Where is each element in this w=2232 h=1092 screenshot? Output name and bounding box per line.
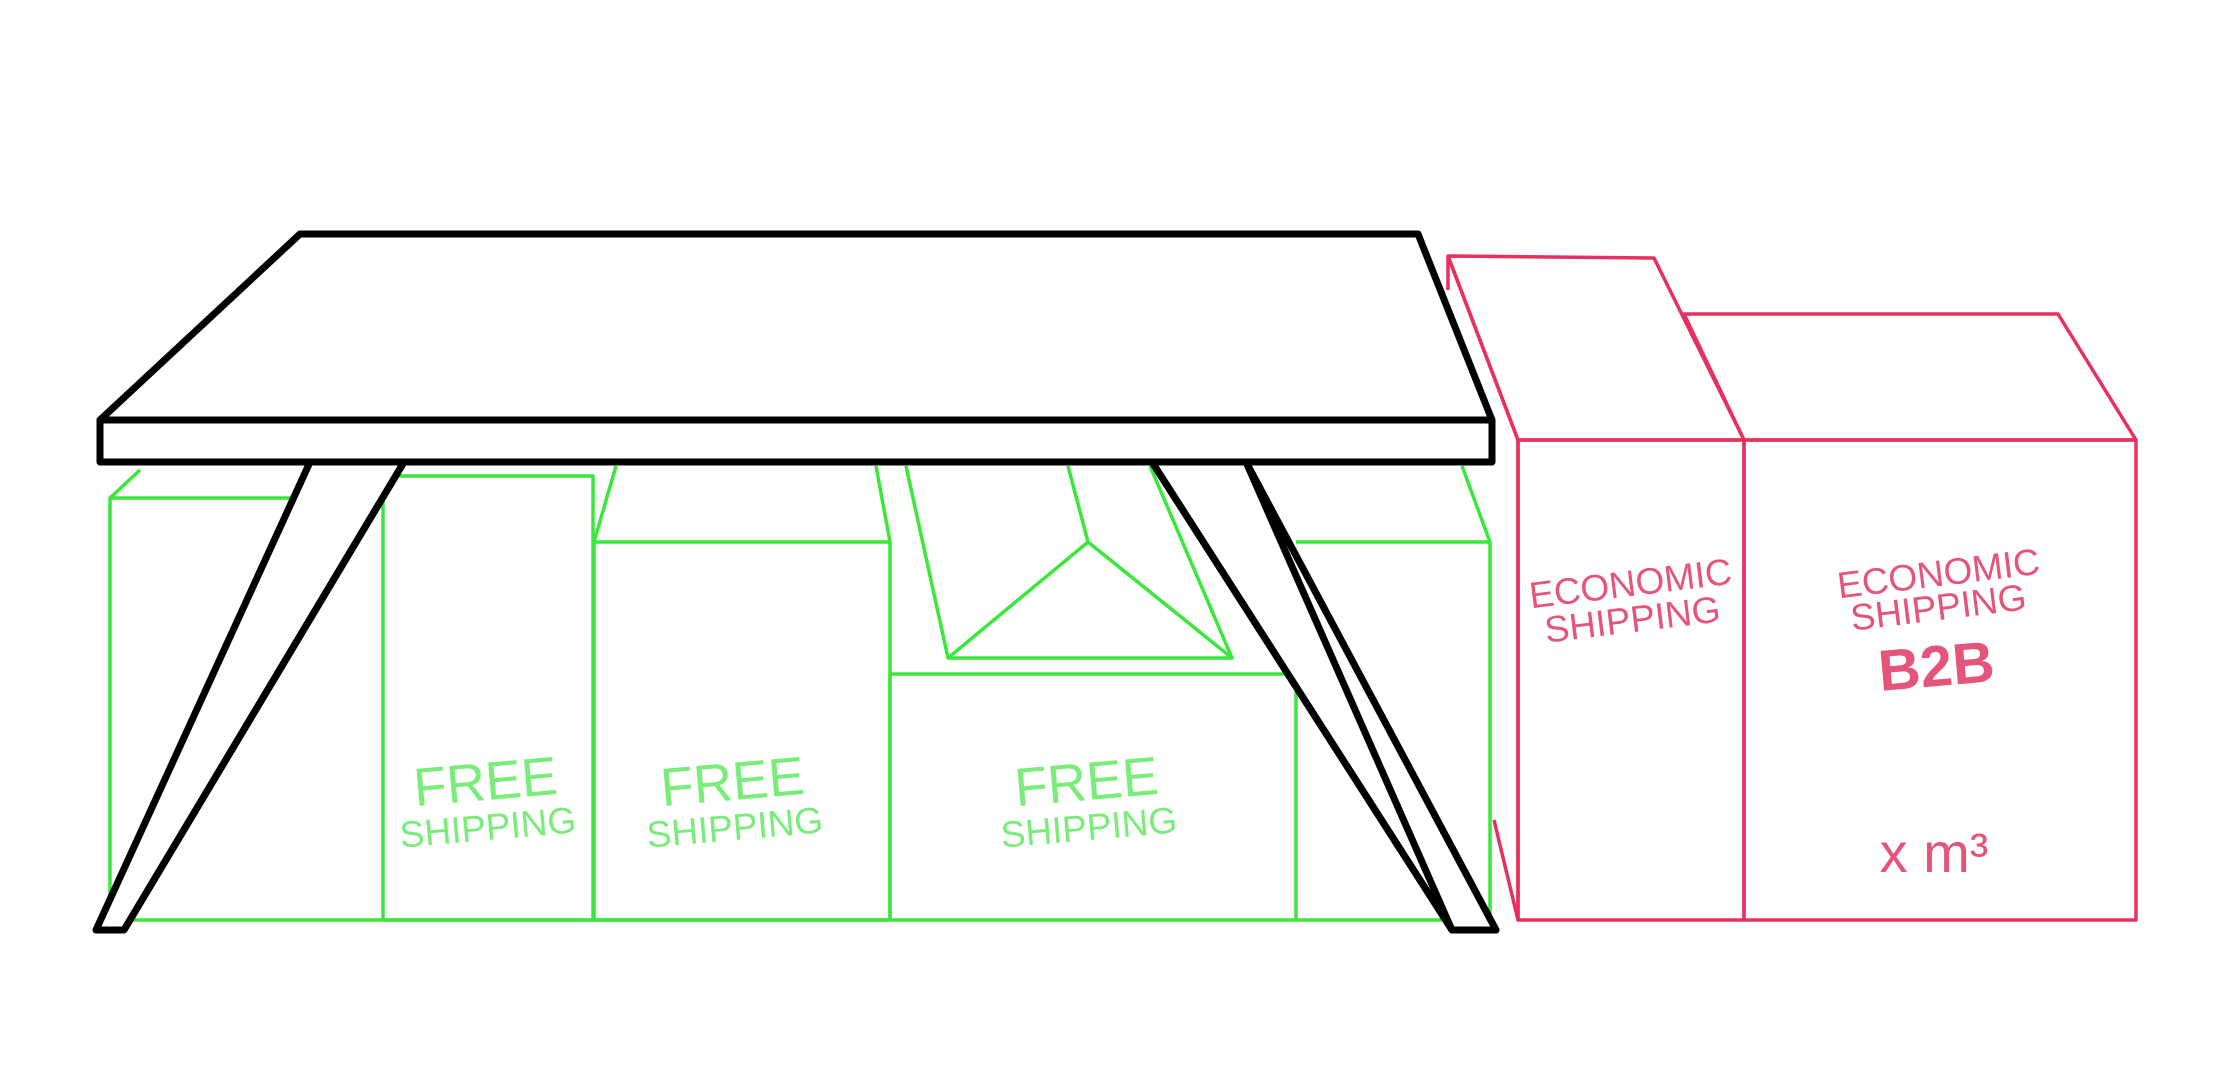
table-leg-right (1242, 458, 1500, 934)
table-frame (120, 458, 1455, 932)
table-top (96, 230, 1496, 424)
table-leg-left (92, 458, 408, 934)
free-box-2 (592, 465, 892, 922)
free-shipping-boxes: FREE SHIPPING FREE SHIPPING FREE SHIPPIN… (108, 464, 1492, 922)
economic-large-volume: x m³ (1880, 821, 1989, 884)
free-label-2-line1: FREE (658, 746, 807, 818)
coffee-table (92, 230, 1500, 934)
free-box-3 (888, 465, 1298, 920)
economic-large-tag: B2B (1876, 629, 1997, 704)
economic-shipping-boxes: ECONOMIC SHIPPING ECONOMIC SHIPPING B2B … (1446, 254, 2138, 922)
free-label-3-line1: FREE (1012, 746, 1161, 818)
free-box-right (1296, 465, 1492, 920)
free-box-left (108, 468, 300, 920)
economic-box-large (1682, 312, 2138, 922)
free-label-1-line1: FREE (411, 746, 560, 818)
table-top-edge (96, 416, 1496, 466)
